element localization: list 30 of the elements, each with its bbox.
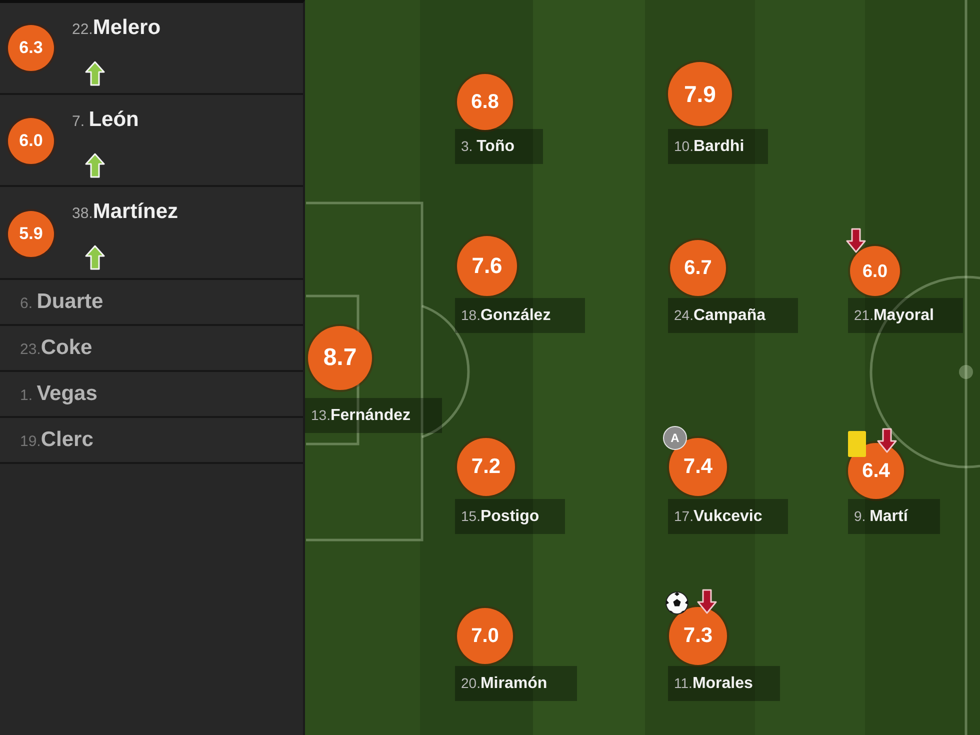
rating-circle: 6.7 — [670, 240, 726, 296]
name-plate: 9. Martí — [848, 499, 940, 534]
name-plate: 20.Miramón — [455, 666, 577, 701]
name-plate: 21.Mayoral — [848, 298, 963, 333]
player-name: 19.Clerc — [20, 429, 94, 453]
rating-circle: 7.0 — [457, 608, 513, 664]
name-plate: 18.González — [455, 298, 585, 333]
name-plate: 24.Campaña — [668, 298, 798, 333]
rating-circle: 7.3 — [669, 607, 727, 665]
player-name: 1. Vegas — [20, 383, 98, 407]
player-name: 22.Melero — [72, 17, 161, 41]
rating-circle: 6.0 — [8, 118, 54, 164]
rating-circle: 5.9 — [8, 211, 54, 257]
name-plate: 13.Fernández — [305, 398, 442, 433]
name-plate: 15.Postigo — [455, 499, 565, 534]
name-plate: 11.Morales — [668, 666, 780, 701]
name-plate: 10.Bardhi — [668, 129, 768, 164]
player-name: 23.Coke — [20, 337, 92, 361]
player-name: 38.Martínez — [72, 201, 178, 225]
rating-circle: 6.3 — [8, 25, 54, 71]
rating-circle: 8.7 — [308, 326, 372, 390]
rating-circle: 6.0 — [850, 246, 900, 296]
name-plate: 17.Vukcevic — [668, 499, 788, 534]
player-name: 7. León — [72, 109, 139, 133]
rating-circle: 7.2 — [457, 438, 515, 496]
player-name: 6. Duarte — [20, 291, 104, 315]
name-plate: 3. Toño — [455, 129, 543, 164]
rating-circle: 7.6 — [457, 236, 517, 296]
rating-circle: 6.8 — [457, 74, 513, 130]
rating-circle: 7.9 — [668, 62, 732, 126]
